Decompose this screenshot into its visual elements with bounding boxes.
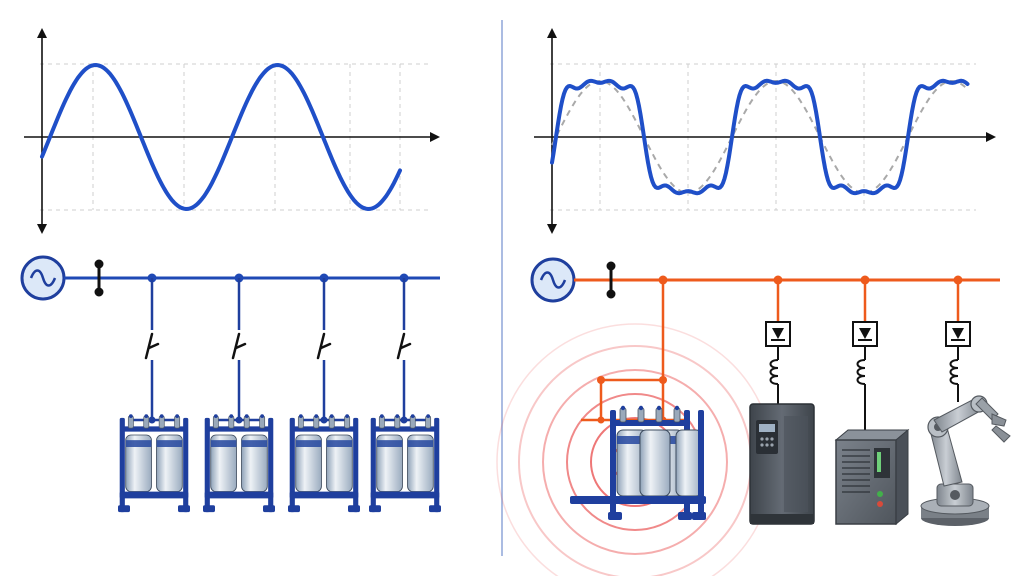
capacitor-feeder <box>202 273 276 513</box>
harmonic-power-network <box>530 257 1011 526</box>
load-feeder <box>852 275 878 432</box>
capacitor-feeder <box>287 273 361 513</box>
right-panel <box>496 28 1011 576</box>
reference-sine-wave <box>551 79 969 195</box>
axes <box>534 28 996 234</box>
inductor-coil-icon <box>856 359 866 385</box>
power-supply-cabinet-icon <box>834 428 910 526</box>
variable-frequency-drive-icon <box>749 403 815 525</box>
robotic-arm-icon <box>920 395 1011 526</box>
load-feeder <box>765 275 791 404</box>
switch-icon <box>231 332 247 360</box>
rectifier-icon <box>852 321 878 347</box>
breaker-icon <box>606 261 616 299</box>
inductor-coil-icon <box>769 359 779 385</box>
capacitor-bank <box>202 413 276 513</box>
capacitor-bank <box>368 413 442 513</box>
capacitor-bank <box>117 413 191 513</box>
distorted-waveform-chart <box>534 28 996 234</box>
load-feeder <box>945 275 971 402</box>
switch-icon <box>144 332 160 360</box>
capacitor-feeder <box>368 273 442 513</box>
clean-sine-wave <box>40 62 402 212</box>
switch-icon <box>316 332 332 360</box>
axes <box>24 28 440 234</box>
clean-power-network <box>20 255 442 513</box>
clean-waveform-chart <box>24 28 440 234</box>
distorted-wave <box>550 78 970 196</box>
inductor-coil-icon <box>949 359 959 385</box>
rectifier-icon <box>765 321 791 347</box>
capacitor-bank <box>287 413 361 513</box>
capacitor-feeder <box>117 273 191 513</box>
ac-source-icon <box>530 257 576 303</box>
breaker-icon <box>94 259 104 297</box>
rectifier-icon <box>945 321 971 347</box>
capacitor-feeder <box>581 280 690 422</box>
ac-source-icon <box>20 255 66 301</box>
switch-icon <box>396 332 412 360</box>
left-panel <box>20 28 442 513</box>
